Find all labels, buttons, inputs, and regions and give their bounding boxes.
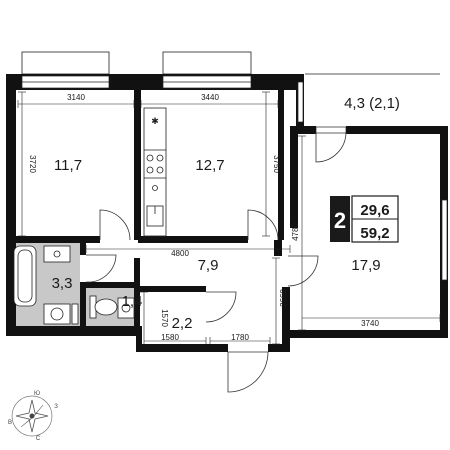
compass-rose: Ю З В С	[8, 391, 58, 442]
bathroom-area: 3,3	[52, 275, 73, 292]
rooms-count-box	[330, 196, 350, 242]
bathtub-icon	[13, 245, 37, 307]
toilet-fixtures	[89, 295, 135, 319]
toilet-area: 1,4	[122, 293, 143, 310]
kitchen-fixtures: ✱	[143, 107, 167, 237]
total-area: 59,2	[360, 225, 389, 242]
dim-room1-height: 3720	[28, 155, 37, 173]
living-area: 29,6	[360, 202, 389, 219]
door-bathroom	[85, 254, 117, 283]
dim-kitchen-height: 3750	[272, 155, 281, 173]
window-kitchen	[162, 51, 252, 75]
room-1-area: 11,7	[54, 157, 82, 174]
compass-north: Ю	[34, 391, 40, 397]
dimension-lines	[17, 91, 441, 345]
door-entrance	[227, 351, 269, 393]
window-frames	[21, 51, 440, 75]
dim-kitchen-width: 3440	[201, 93, 219, 102]
toilet-icon	[94, 298, 118, 316]
balcony-area: 4,3 (2,1)	[344, 95, 400, 112]
compass-south: С	[36, 436, 41, 442]
apartment-badge: 2 29,6 59,2	[330, 195, 399, 243]
rooms-count: 2	[334, 208, 346, 233]
door-swings	[85, 131, 347, 393]
door-balcony	[315, 131, 347, 163]
dim-room2-width: 3740	[361, 319, 379, 328]
fridge-icon	[152, 185, 158, 191]
kitchen-counter	[143, 107, 167, 237]
hallway-area: 7,9	[198, 257, 219, 274]
room-labels: 11,7 12,7 4,3 (2,1) 17,9 7,9 3,3 1,4 2,2	[52, 95, 400, 332]
storage-area: 2,2	[172, 315, 193, 332]
compass-west: В	[8, 420, 12, 426]
door-room-1	[99, 209, 131, 241]
dim-hall-width: 4800	[171, 249, 189, 258]
door-storage	[205, 291, 237, 323]
dim-entry-width: 1780	[231, 333, 249, 342]
door-room-2	[287, 255, 319, 287]
window-room-1	[21, 51, 110, 75]
stove-burner-icon	[146, 154, 154, 162]
compass-east: З	[54, 404, 58, 410]
bathroom-sink-icon	[43, 245, 71, 263]
window-openings	[21, 75, 448, 281]
dim-toilet-height: 1570	[160, 309, 169, 327]
kitchen-extractor-icon: ✱	[151, 117, 159, 127]
room-2-area: 17,9	[351, 257, 380, 274]
door-kitchen	[247, 209, 279, 241]
toilet-sink-icon	[117, 297, 135, 319]
dim-corridor-height: 2660	[279, 289, 288, 307]
kitchen-area: 12,7	[195, 157, 224, 174]
dim-toilet-width: 1580	[161, 333, 179, 342]
dimension-labels: 3140 3440 3720 3750 4780 4800 3740 2660 …	[28, 93, 379, 342]
bathroom-fixtures	[13, 245, 79, 325]
washing-machine-icon	[43, 303, 71, 325]
dim-room1-width: 3140	[67, 93, 85, 102]
dim-room2-height: 4780	[291, 223, 300, 241]
interior-walls	[8, 86, 284, 332]
